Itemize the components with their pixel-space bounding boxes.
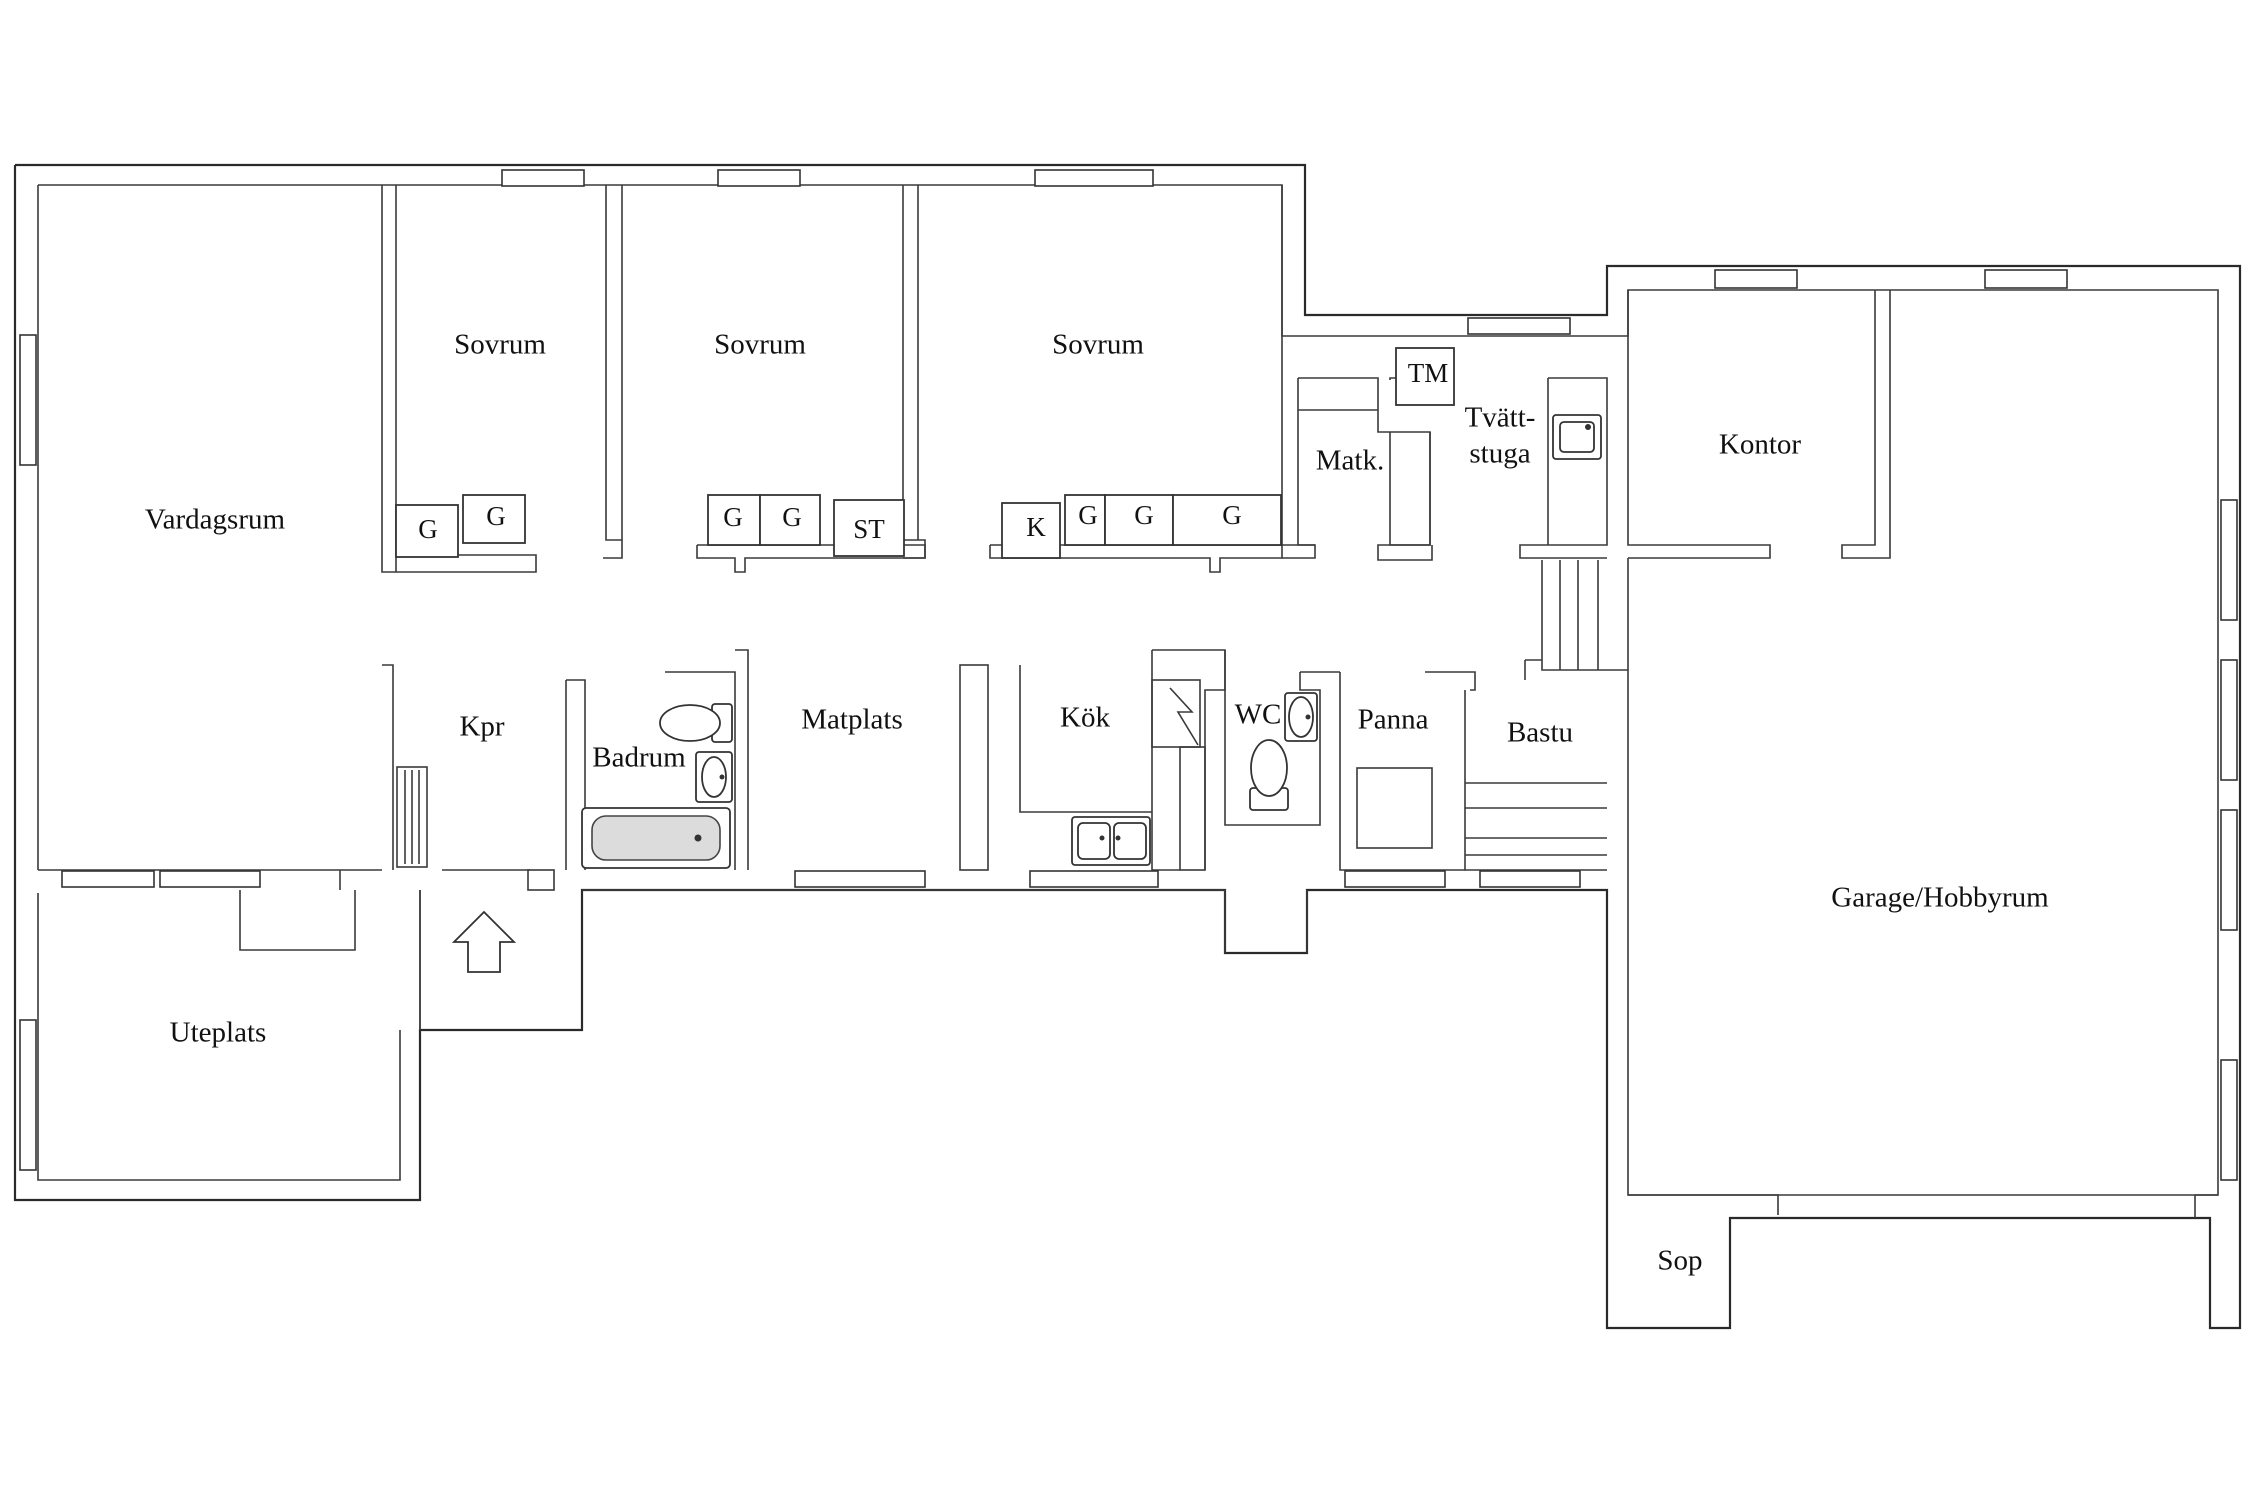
closet-label: G	[1222, 500, 1242, 530]
chimney-icon	[1169, 687, 1199, 746]
room-label-tvattstuga-1: Tvätt-	[1465, 402, 1536, 434]
closet-label: G	[723, 502, 743, 532]
washing-machine-label: TM	[1408, 358, 1449, 388]
closet-label: G	[1134, 500, 1154, 530]
room-label-kontor: Kontor	[1719, 429, 1802, 461]
room-label-sovrum-1: Sovrum	[454, 329, 546, 361]
fixtures	[451, 414, 1602, 973]
storage-closets	[395, 347, 1455, 559]
wc-sink-icon	[1284, 692, 1318, 742]
closet-label: ST	[853, 514, 885, 544]
room-label-sovrum-3: Sovrum	[1052, 329, 1144, 361]
room-label-uteplats: Uteplats	[170, 1017, 267, 1049]
kitchen-sink-icon	[1071, 816, 1151, 866]
wc-toilet-icon	[1249, 739, 1289, 811]
room-label-badrum: Badrum	[592, 742, 686, 774]
room-label-matk: Matk.	[1316, 445, 1384, 477]
room-label-garage: Garage/Hobbyrum	[1831, 882, 2049, 914]
room-label-kok: Kök	[1060, 702, 1110, 734]
closet-label: G	[418, 514, 438, 544]
laundry-sink-icon	[1552, 414, 1602, 460]
closet-label: K	[1026, 512, 1046, 542]
toilet-icon	[659, 703, 733, 743]
room-label-kpr: Kpr	[459, 711, 504, 743]
room-label-panna: Panna	[1358, 704, 1429, 736]
closet-label: G	[1078, 500, 1098, 530]
room-label-sovrum-2: Sovrum	[714, 329, 806, 361]
room-label-bastu: Bastu	[1507, 717, 1573, 749]
room-label-wc: WC	[1235, 699, 1282, 731]
windows	[19, 169, 2238, 1181]
bathtub-icon	[581, 807, 731, 869]
room-label-sop: Sop	[1657, 1245, 1702, 1277]
interior-walls	[37, 185, 2218, 1218]
entrance-arrow-icon	[451, 910, 517, 973]
room-label-tvattstuga-2: stuga	[1469, 438, 1530, 470]
room-label-matplats: Matplats	[801, 704, 903, 736]
room-label-vardagsrum: Vardagsrum	[145, 504, 286, 536]
closet-label: G	[486, 501, 506, 531]
room-labels: Vardagsrum Sovrum Sovrum Sovrum Matk. Tv…	[145, 329, 2049, 1277]
sink-icon	[695, 751, 733, 803]
storage-labels: G G G G ST K G G G TM	[418, 358, 1448, 544]
closet-label: G	[782, 502, 802, 532]
